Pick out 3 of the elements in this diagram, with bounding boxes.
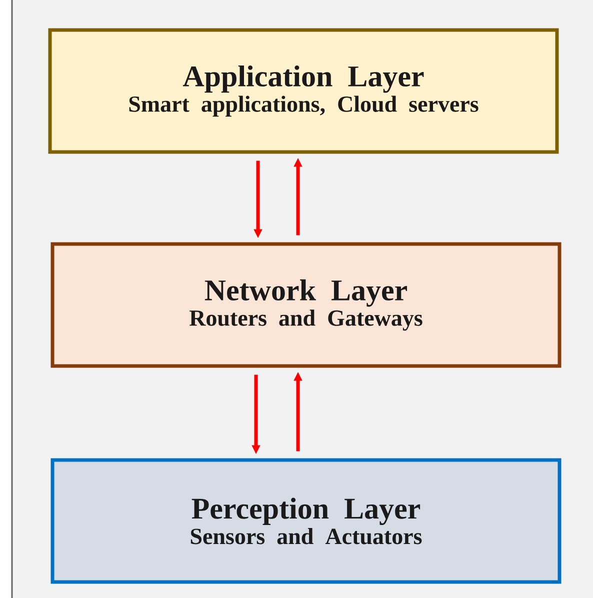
layer-box: Perception Layer Sensors and Actuators xyxy=(50,458,562,584)
layer-box: Network Layer Routers and Gateways xyxy=(50,242,562,368)
layer-box: Application Layer Smart applications, Cloud servers xyxy=(48,28,559,154)
